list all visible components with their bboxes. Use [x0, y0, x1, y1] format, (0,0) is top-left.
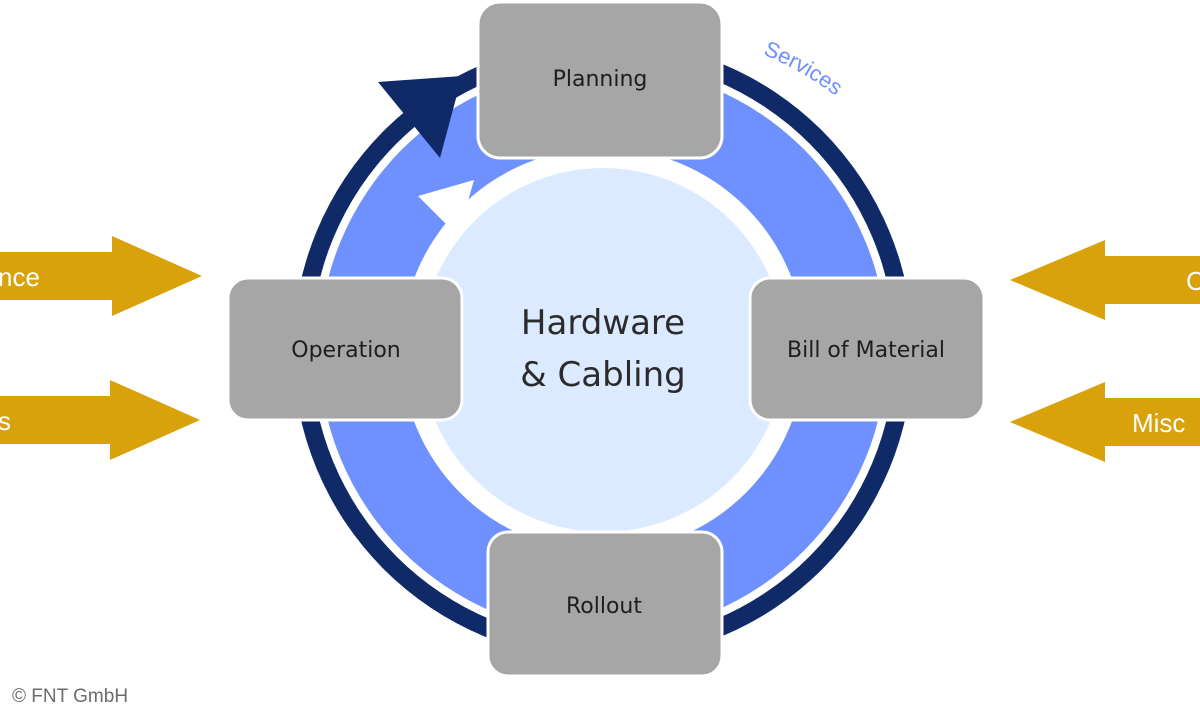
stage-planning: Planning — [476, 0, 724, 160]
stage-bill-of-material: Bill of Material — [748, 276, 986, 422]
right-lower-arrow: Misc — [1010, 382, 1200, 462]
outer-cycle-arrowhead — [378, 76, 462, 158]
services-label: Services — [761, 36, 848, 100]
copyright-notice: © FNT GmbH — [12, 686, 129, 707]
right-lower-arrow-label: Misc — [1132, 408, 1185, 438]
center-title-line2: & Cabling — [520, 355, 686, 395]
inner-cycle-arrowhead — [418, 180, 474, 236]
services-label-text: Services — [761, 36, 848, 100]
center-title-line1: Hardware — [521, 303, 685, 343]
stage-bill-of-material-label: Bill of Material — [787, 338, 945, 363]
left-upper-arrow-label: nce — [0, 262, 40, 292]
right-upper-arrow: C — [1010, 240, 1200, 320]
stage-rollout: Rollout — [486, 530, 724, 678]
stage-rollout-label: Rollout — [566, 594, 642, 619]
left-lower-arrow-label: s — [0, 406, 11, 436]
inner-circle — [421, 168, 785, 532]
right-upper-arrow-label: C — [1186, 266, 1200, 296]
left-upper-arrow: nce — [0, 236, 202, 316]
stage-operation-label: Operation — [291, 338, 400, 363]
stage-planning-label: Planning — [553, 67, 648, 92]
left-lower-arrow: s — [0, 380, 200, 460]
stage-operation: Operation — [226, 276, 464, 422]
